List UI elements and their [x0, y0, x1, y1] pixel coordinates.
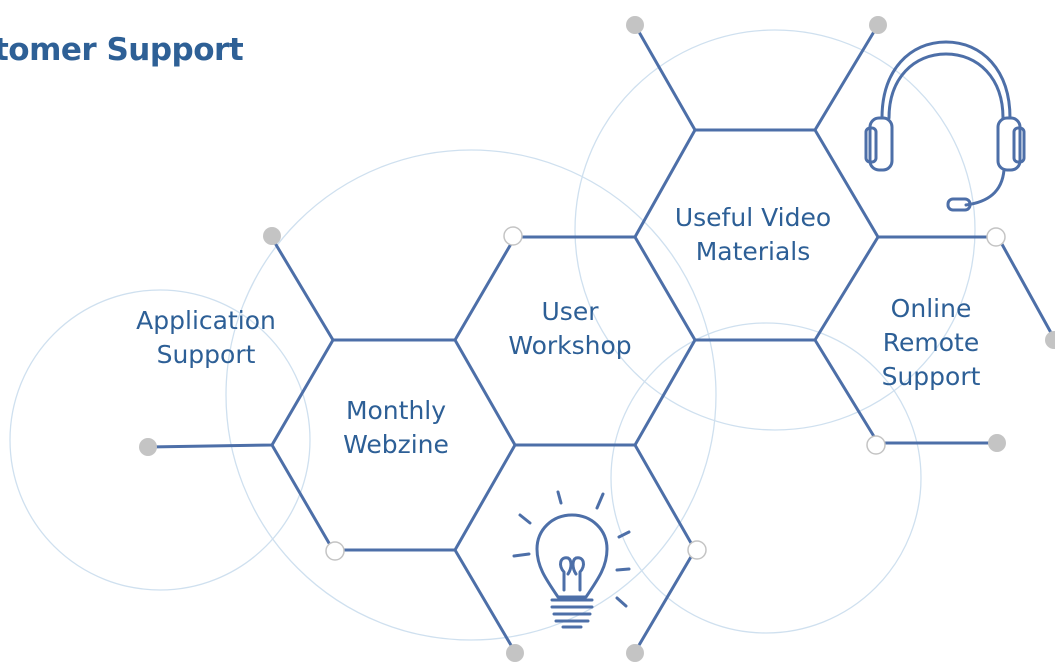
filled-node-dot — [626, 644, 644, 662]
hollow-node-dot — [503, 226, 523, 246]
label-line: Workshop — [508, 331, 632, 360]
label-line: Support — [156, 340, 256, 369]
page-title: stomer Support — [0, 32, 244, 68]
filled-node-dot — [263, 227, 281, 245]
user-workshop-label[interactable]: User Workshop — [508, 295, 631, 363]
application-support-label[interactable]: Application Support — [136, 304, 276, 372]
hexagon-edge — [633, 235, 880, 342]
label-line: User — [541, 297, 599, 326]
hexagon-edge — [453, 548, 517, 654]
background-circle — [574, 29, 976, 431]
light-bulb-icon — [512, 490, 631, 629]
filled-node-dot — [506, 644, 524, 662]
background-circle — [610, 322, 922, 634]
filled-node-dot — [988, 434, 1006, 452]
hollow-node-dot — [687, 540, 707, 560]
filled-node-dot — [869, 16, 887, 34]
filled-node-dot — [626, 16, 644, 34]
background-circles — [9, 29, 976, 641]
filled-node-dot — [139, 438, 157, 456]
label-line: Support — [881, 362, 981, 391]
hexagon-edge — [633, 443, 697, 654]
headset-icon — [864, 40, 1026, 212]
label-line: Online — [890, 294, 972, 323]
node-dots — [139, 16, 1055, 662]
hexagon-edge — [633, 23, 697, 132]
monthly-webzine-label[interactable]: Monthly Webzine — [343, 394, 449, 462]
background-circle — [9, 289, 311, 591]
label-line: Materials — [695, 237, 811, 266]
label-line: Application — [136, 306, 276, 335]
hollow-node-dot — [325, 541, 345, 561]
hexagon-edge — [453, 338, 697, 447]
label-line: Remote — [882, 328, 980, 357]
hexagon-edge — [996, 235, 1055, 342]
filled-node-dot — [1045, 331, 1055, 349]
hollow-node-dot — [986, 227, 1006, 247]
label-line: Useful Video — [674, 203, 832, 232]
label-line: Webzine — [343, 430, 449, 459]
background-circle — [225, 149, 717, 641]
hexagon-edge — [813, 23, 880, 132]
hexagon-edge — [270, 443, 517, 552]
online-remote-support-label[interactable]: Online Remote Support — [882, 292, 981, 394]
hollow-node-dot — [866, 435, 886, 455]
useful-video-materials-label[interactable]: Useful Video Materials — [675, 201, 831, 269]
label-line: Monthly — [345, 396, 447, 425]
